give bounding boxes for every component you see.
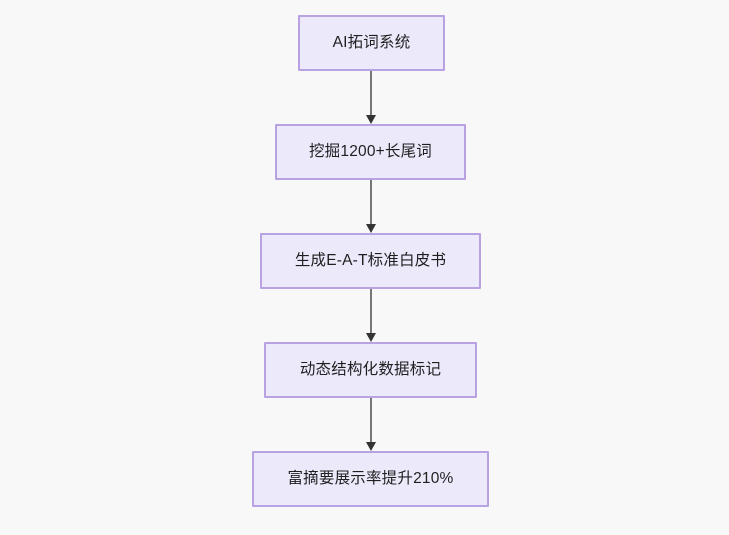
edge-line: [370, 398, 372, 442]
flow-node-ai-keyword-system[interactable]: AI拓词系统: [298, 15, 445, 71]
flow-node-label: 动态结构化数据标记: [299, 360, 442, 378]
arrowhead-icon: [366, 333, 376, 342]
arrowhead-icon: [366, 442, 376, 451]
flow-node-dynamic-structured-data-markup[interactable]: 动态结构化数据标记: [264, 342, 477, 398]
flow-node-label: 生成E-A-T标准白皮书: [294, 251, 447, 269]
flow-node-generate-eat-whitepaper[interactable]: 生成E-A-T标准白皮书: [260, 233, 481, 289]
edge-line: [370, 180, 372, 224]
flow-node-rich-snippet-rate-increase[interactable]: 富摘要展示率提升210%: [252, 451, 489, 507]
edge-line: [370, 289, 372, 333]
arrowhead-icon: [366, 224, 376, 233]
flow-node-label: 挖掘1200+长尾词: [308, 142, 433, 160]
flow-node-label: AI拓词系统: [332, 33, 411, 51]
flow-node-label: 富摘要展示率提升210%: [287, 469, 454, 487]
edge-line: [370, 71, 372, 115]
flow-node-mine-longtail-keywords[interactable]: 挖掘1200+长尾词: [275, 124, 466, 180]
arrowhead-icon: [366, 115, 376, 124]
